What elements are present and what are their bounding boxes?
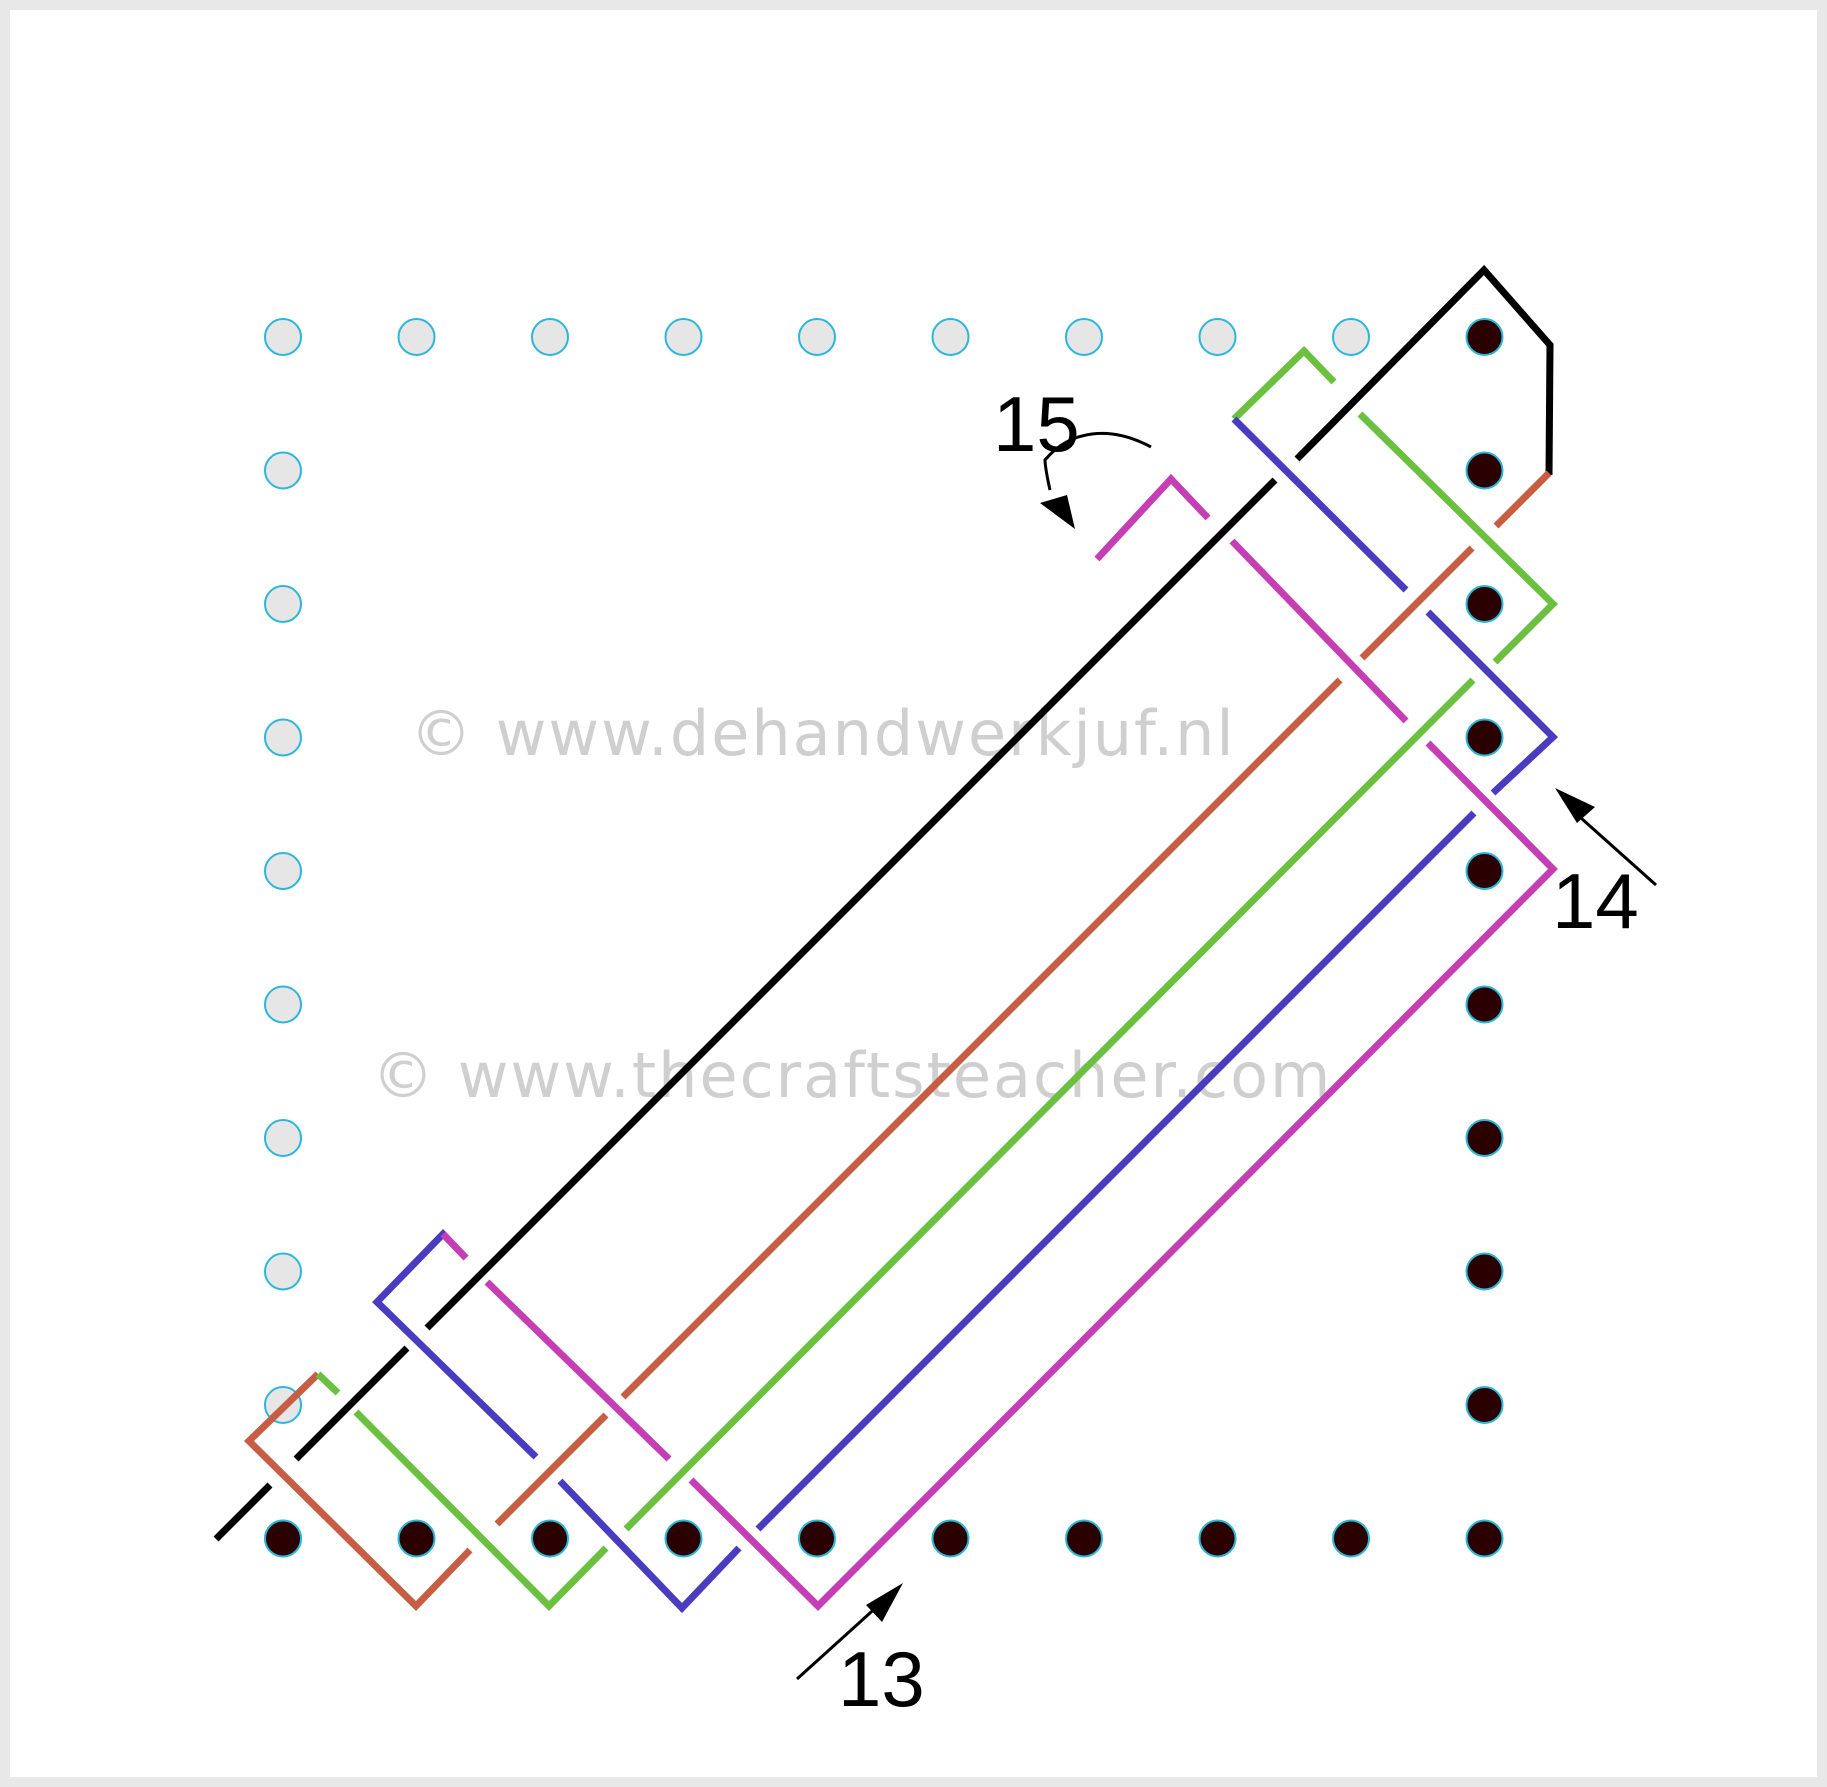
thread-paths: [213, 264, 1559, 1614]
hole-grid: [264, 318, 1504, 1558]
hole-empty: [264, 852, 302, 890]
hole-filled: [1465, 451, 1504, 490]
hole-filled: [1065, 1519, 1103, 1558]
blue-thread: [372, 416, 1559, 1614]
magenta-thread: [440, 473, 1558, 1611]
hole-filled: [264, 1519, 302, 1558]
hole-empty: [1065, 318, 1103, 356]
hole-empty: [264, 451, 302, 490]
step-14-arrowhead: [1555, 788, 1595, 823]
hole-filled: [1332, 1519, 1370, 1558]
black-thread-segment: [424, 477, 1278, 1331]
hole-empty: [531, 318, 569, 356]
step-15-arrow: [1040, 431, 1152, 529]
blue-thread-segment: [1231, 416, 1409, 593]
hole-empty: [264, 318, 302, 356]
blue-thread-segment: [755, 810, 1477, 1532]
hole-empty: [264, 1252, 302, 1291]
orange-thread-segment: [1359, 545, 1475, 661]
hole-filled: [664, 1519, 703, 1558]
hole-filled: [1465, 1519, 1504, 1558]
hole-filled: [1465, 852, 1504, 890]
hole-empty: [931, 318, 970, 356]
hole-empty: [397, 318, 436, 356]
magenta-thread-segment: [440, 1231, 469, 1261]
green-thread-segment: [315, 1371, 341, 1396]
step-14-arrow-line: [1571, 808, 1657, 887]
orange-thread: [243, 470, 1552, 1611]
hole-filled: [931, 1519, 970, 1558]
step-13-arrow-line: [795, 1602, 882, 1681]
hole-filled: [1198, 1519, 1237, 1558]
hole-filled: [1465, 1386, 1504, 1424]
watermark-dehandwerkjuf: © www.dehandwerkjuf.nl: [410, 697, 1236, 770]
hole-empty: [264, 585, 302, 623]
hole-filled: [1465, 1252, 1504, 1291]
green-thread-segment: [1357, 411, 1558, 665]
green-thread-segment: [1231, 346, 1337, 422]
hole-filled: [1465, 985, 1504, 1024]
orange-thread-segment: [1493, 470, 1552, 529]
hole-empty: [1332, 318, 1370, 356]
step-14-arrow: [1555, 788, 1657, 887]
step-13-arrowhead: [866, 1583, 903, 1622]
hole-empty: [798, 318, 836, 356]
magenta-thread-segment: [688, 740, 1558, 1611]
step-label-14: 14: [1552, 857, 1639, 945]
blue-thread-segment: [1425, 609, 1559, 796]
step-13-arrow: [795, 1583, 903, 1681]
hole-empty: [264, 1119, 302, 1157]
green-thread: [315, 346, 1558, 1611]
step-15-arrow-curve: [1043, 431, 1152, 491]
watermark-thecraftsteacher: © www.thecraftsteacher.com: [372, 1039, 1332, 1112]
hole-filled: [1465, 718, 1504, 757]
green-thread-segment: [353, 1409, 609, 1611]
hole-filled: [397, 1519, 436, 1558]
hole-empty: [264, 718, 302, 757]
blue-thread-segment: [557, 1478, 742, 1614]
hole-filled: [798, 1519, 836, 1558]
magenta-thread-segment: [484, 1279, 672, 1462]
step-label-13: 13: [838, 1635, 925, 1723]
orange-thread-segment: [243, 1371, 473, 1611]
orange-thread-segment: [620, 677, 1343, 1400]
orange-thread-segment: [494, 1412, 609, 1527]
green-thread-segment: [623, 677, 1476, 1532]
hole-empty: [1198, 318, 1237, 356]
hole-empty: [664, 318, 703, 356]
step-label-15: 15: [993, 380, 1080, 468]
hole-filled: [531, 1519, 569, 1558]
black-thread-segment: [293, 1345, 410, 1462]
hole-filled: [1465, 585, 1504, 623]
black-thread: [213, 264, 1554, 1542]
black-thread-segment: [213, 1482, 273, 1542]
hole-empty: [264, 985, 302, 1024]
hole-filled: [1465, 1119, 1504, 1157]
hole-filled: [1465, 318, 1504, 356]
step-15-arrowhead: [1040, 495, 1075, 529]
black-thread-segment: [1294, 264, 1554, 476]
magenta-thread-segment: [1229, 538, 1409, 724]
magenta-thread-segment: [1094, 473, 1211, 562]
